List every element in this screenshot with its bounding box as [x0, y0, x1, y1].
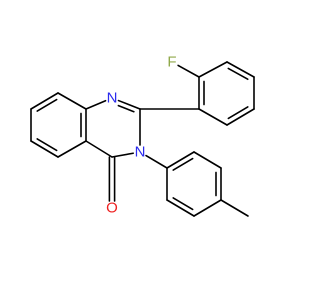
bond-m4-Me: [220, 199, 249, 217]
bond-layer: [30, 61, 255, 217]
atom-nitrogen-3: N: [135, 144, 146, 161]
bond-m4-m5: [193, 199, 222, 217]
atom-fluorine: F: [167, 54, 176, 71]
bond-m1-m2-inner: [172, 157, 194, 171]
bond-C6-C5: [30, 140, 59, 158]
bond-N1-C8a: [85, 99, 107, 110]
bond-N3-m1: [145, 154, 168, 169]
bond-C4a-C4: [85, 140, 113, 158]
atom-nitrogen-1: N: [107, 90, 118, 107]
atom-oxygen: O: [106, 200, 118, 217]
bond-a1-a2: [198, 61, 228, 78]
bond-C8-C7: [30, 92, 59, 110]
bond-C6-C5-inner: [36, 138, 58, 152]
bond-C5-C4a: [57, 140, 87, 158]
bond-m5-m6-inner: [172, 197, 194, 211]
bond-m1-m2: [166, 151, 195, 169]
bond-a2-a3: [226, 61, 255, 78]
bond-a2-a3-inner: [227, 67, 249, 81]
bond-a4-a5-inner: [227, 106, 249, 120]
bond-m2-m3: [193, 151, 222, 169]
structure-canvas: F N N O: [30, 54, 255, 217]
bond-C2-N1-inner: [117, 104, 135, 113]
bond-a4-a5: [226, 108, 255, 126]
bond-C8-C7-inner: [36, 98, 58, 112]
bond-C2-N1: [117, 99, 141, 110]
bond-C4-N3: [111, 152, 134, 158]
bond-a1-F: [177, 64, 200, 78]
bond-C8a-C8: [57, 92, 87, 110]
bond-m5-m6: [166, 199, 195, 217]
bond-a5-a6: [198, 108, 228, 126]
molecule-drawing: F N N O: [30, 54, 255, 217]
